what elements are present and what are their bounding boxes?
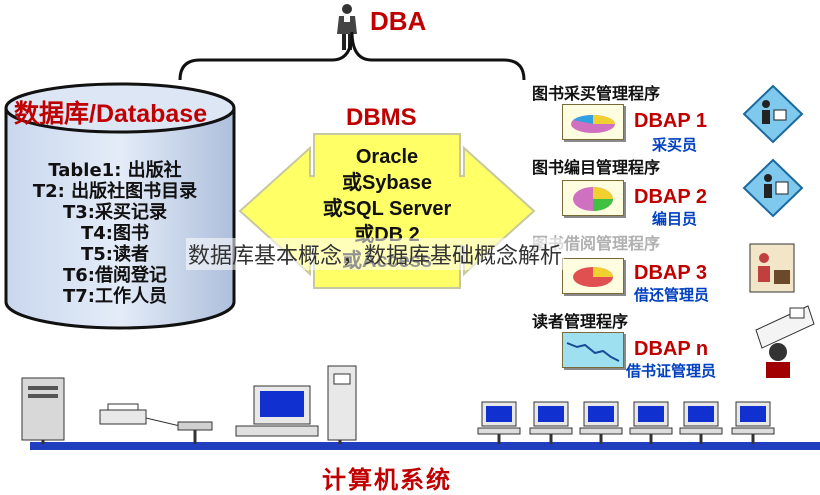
app-role: 借书证管理员 xyxy=(626,362,717,380)
table-item: Table1: 出版社 xyxy=(48,160,182,181)
table-item: T5:读者 xyxy=(80,244,149,265)
client-terminal-icon xyxy=(477,401,521,444)
table-item: T3:采买记录 xyxy=(62,202,167,223)
database-title: 数据库/Database xyxy=(14,100,208,128)
client-terminal-icon xyxy=(529,401,573,444)
pie-chart-icon xyxy=(573,267,613,287)
computer-system-label: 计算机系统 xyxy=(322,466,452,494)
dbms-product: 或Sybase xyxy=(341,172,433,194)
database-table-list: Table1: 出版社 T2: 出版社图书目录 T3:采买记录 T4:图书 T5… xyxy=(10,160,220,307)
pie-chart-icon xyxy=(571,114,615,133)
app-program-title: 读者管理程序 xyxy=(532,312,629,331)
app-role: 编目员 xyxy=(652,210,698,228)
printer-icon xyxy=(99,403,213,444)
database-cylinder xyxy=(4,82,236,330)
pie-chart-thumbnail xyxy=(562,180,624,216)
pie-chart-icon xyxy=(573,187,613,211)
librarian-desk-icon xyxy=(749,243,795,293)
dbms-product: 或SQL Server xyxy=(322,198,452,220)
app-program-title: 图书采买管理程序 xyxy=(532,84,661,103)
app-role: 采买员 xyxy=(652,136,698,154)
client-terminal-icon xyxy=(629,401,673,444)
app-name: DBAP 1 xyxy=(634,110,707,132)
app-name: DBAP 2 xyxy=(634,186,707,208)
app-name: DBAP 3 xyxy=(634,262,707,284)
dba-label: DBA xyxy=(370,6,427,36)
line-chart-thumbnail xyxy=(562,332,624,368)
dbms-title: DBMS xyxy=(346,104,417,131)
app-role: 借还管理员 xyxy=(634,286,710,304)
table-item: T4:图书 xyxy=(80,223,149,244)
app-program-title: 图书编目管理程序 xyxy=(532,158,661,177)
computer-user-icon xyxy=(742,158,804,218)
server-icon xyxy=(21,377,65,444)
pie-chart-thumbnail xyxy=(562,258,624,294)
table-item: T7:工作人员 xyxy=(62,286,167,307)
client-terminal-icon xyxy=(731,401,775,444)
client-terminal-icon xyxy=(679,401,723,444)
dba-brace xyxy=(178,31,526,81)
overlay-caption: 数据库基本概念，数据库基础概念解析 xyxy=(186,238,565,270)
network-backbone xyxy=(30,442,820,450)
dbms-product: Oracle xyxy=(355,146,419,168)
table-item: T6:借阅登记 xyxy=(62,265,167,286)
workstation-icon xyxy=(235,365,357,444)
desk-worker-icon xyxy=(755,305,815,378)
client-terminal-icon xyxy=(579,401,623,444)
computer-network xyxy=(21,365,820,450)
line-chart-icon xyxy=(563,333,623,367)
pie-chart-thumbnail xyxy=(562,104,624,140)
app-name: DBAP n xyxy=(634,338,709,360)
table-item: T2: 出版社图书目录 xyxy=(32,181,198,202)
computer-user-icon xyxy=(742,84,804,144)
